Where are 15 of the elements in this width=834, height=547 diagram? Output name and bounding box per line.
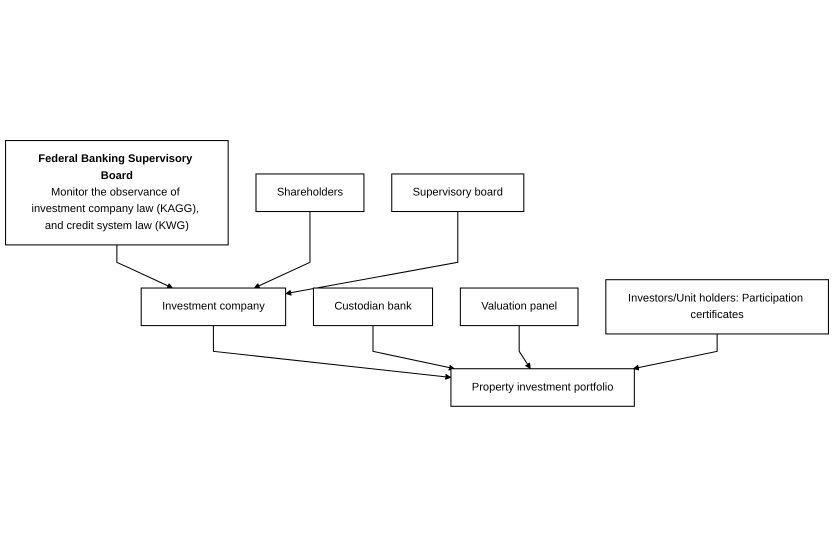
node-box: Valuation panel xyxy=(460,288,579,326)
arrow xyxy=(285,212,458,296)
node-box: Supervisory board xyxy=(391,174,524,212)
node-box: Property investment portfolio xyxy=(450,368,635,407)
arrow xyxy=(254,212,310,289)
node-box: Investment company xyxy=(140,288,286,326)
node-box: Investors/Unit holders: Participation certificates xyxy=(605,279,829,335)
arrow xyxy=(632,334,718,371)
node-box: Federal Banking Supervisory Board Monitor the observance of investment company law (KAGG), and credit system law (KWG) xyxy=(5,140,229,246)
arrow xyxy=(518,326,531,370)
node-box: Shareholders xyxy=(255,174,364,212)
arrow xyxy=(116,244,173,289)
node-box: Custodian bank xyxy=(312,288,434,326)
arrow xyxy=(212,326,452,380)
arrow xyxy=(372,326,455,371)
